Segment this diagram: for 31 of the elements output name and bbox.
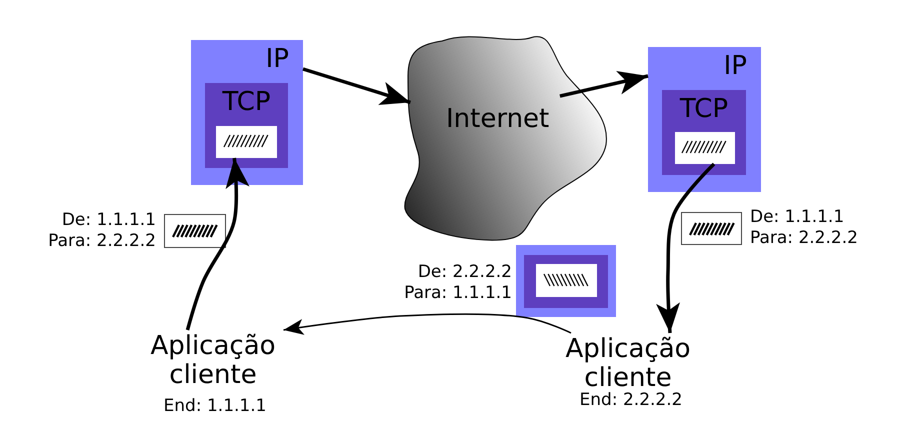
cloud-label: Internet xyxy=(446,104,550,134)
application-label: Aplicação cliente xyxy=(149,332,277,390)
address-label: De: 1.1.1.1 xyxy=(60,210,156,231)
packet-box xyxy=(216,126,277,158)
ip-layer-box xyxy=(648,47,761,192)
address-label: Para: 2.2.2.2 xyxy=(47,231,156,252)
tcp-layer-box xyxy=(524,255,608,308)
tcp-layer-box xyxy=(662,90,746,175)
layer-label: TCP xyxy=(678,94,730,124)
layer-label: IP xyxy=(724,51,747,81)
arrow xyxy=(302,67,411,105)
address-label: De: 2.2.2.2 xyxy=(416,262,512,283)
arrow xyxy=(186,158,250,330)
packet-box xyxy=(536,264,597,297)
layer-label: IP xyxy=(266,44,289,74)
address-label: Para: 2.2.2.2 xyxy=(750,228,859,249)
packet-box xyxy=(675,132,735,164)
application-label: Aplicação cliente xyxy=(564,335,692,393)
arrow xyxy=(656,162,716,334)
arrow xyxy=(283,313,572,335)
tcp-layer-box xyxy=(205,83,288,168)
address-label: De: 1.1.1.1 xyxy=(750,207,846,228)
packet-box xyxy=(164,214,226,248)
address-label: Para: 1.1.1.1 xyxy=(403,283,512,304)
ip-layer-box xyxy=(516,245,616,317)
packet-box xyxy=(681,212,742,245)
arrow xyxy=(560,70,648,98)
address-label: End: 1.1.1.1 xyxy=(162,396,268,417)
address-label: End: 2.2.2.2 xyxy=(578,390,684,411)
layer-label: TCP xyxy=(221,87,272,117)
ip-layer-box xyxy=(191,40,303,185)
